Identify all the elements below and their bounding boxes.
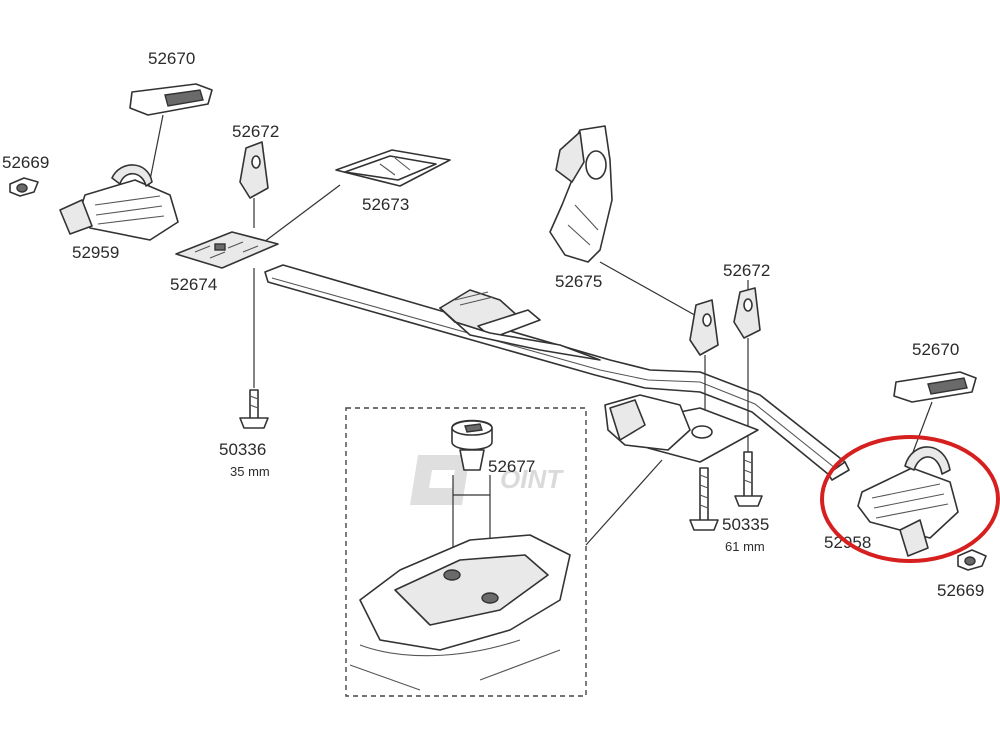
label-52670-right: 52670 [912, 340, 959, 359]
center-base-mount [604, 394, 759, 463]
part-52670-left-strap-pad [129, 83, 213, 116]
label-50335: 50335 [722, 515, 769, 534]
part-52677-knob [451, 419, 493, 471]
label-50335-length: 61 mm [725, 539, 765, 554]
part-52669-left-knob [9, 177, 39, 197]
part-52669-right-knob [957, 549, 987, 571]
part-52670-right-strap-pad [893, 371, 977, 403]
part-52672-left [239, 141, 269, 199]
part-50336-bolt [239, 389, 269, 429]
label-52677: 52677 [488, 457, 535, 476]
highlight-circle [820, 435, 1000, 563]
label-52672-left: 52672 [232, 122, 279, 141]
watermark-logo: OINT [410, 455, 564, 505]
part-50335-bolt [689, 451, 763, 531]
main-rail [264, 264, 850, 481]
part-52672-right-b [733, 287, 761, 339]
part-52673-mount-plate [335, 149, 451, 187]
label-52672-right: 52672 [723, 261, 770, 280]
label-52669-right: 52669 [937, 581, 984, 600]
part-52959-left-wheel-holder [59, 164, 179, 241]
label-52675: 52675 [555, 272, 602, 291]
label-52674: 52674 [170, 275, 217, 294]
part-52675-frame-holder [549, 125, 613, 263]
wheel-strap [439, 289, 601, 361]
watermark-text: OINT [500, 464, 564, 494]
label-52670-left: 52670 [148, 49, 195, 68]
label-52959: 52959 [72, 243, 119, 262]
label-50336: 50336 [219, 440, 266, 459]
part-52672-right-a [689, 299, 719, 356]
part-52674-base-plate [175, 231, 279, 269]
part-52958-right-wheel-holder [857, 446, 959, 557]
label-50336-length: 35 mm [230, 464, 270, 479]
label-52669-left: 52669 [2, 153, 49, 172]
detail-inset: 52677 [345, 407, 663, 697]
label-52673: 52673 [362, 195, 409, 214]
